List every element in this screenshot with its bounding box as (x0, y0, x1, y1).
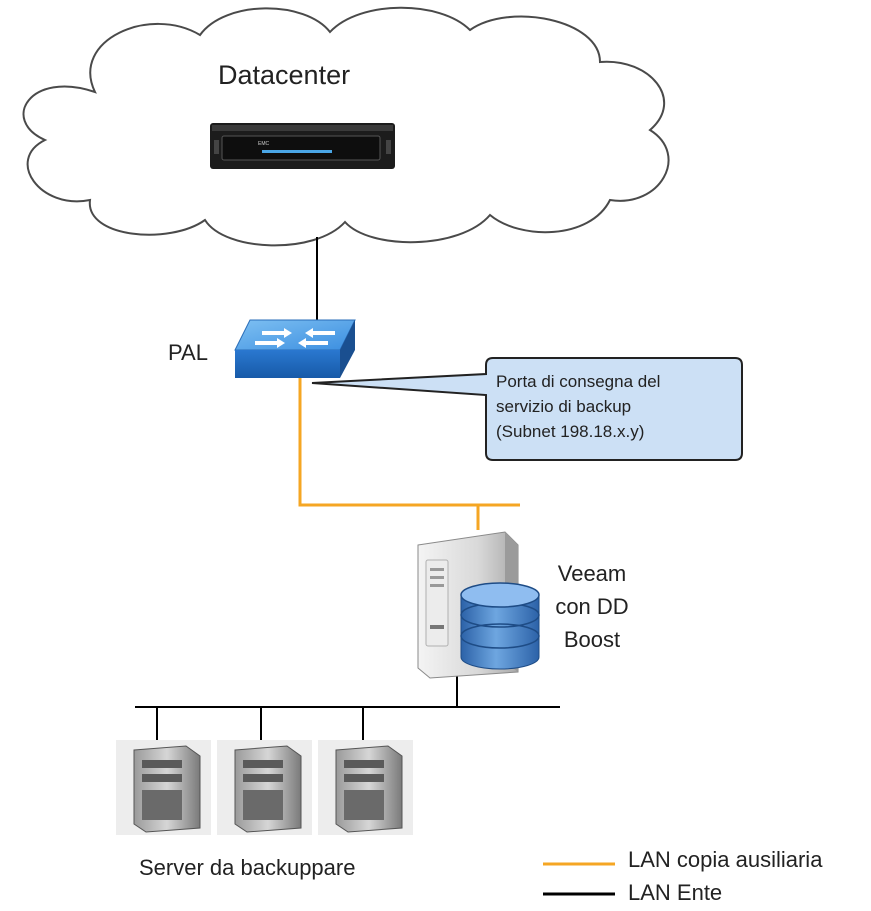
legend-aux-label: LAN copia ausiliaria (628, 847, 823, 872)
switch-label: PAL (168, 340, 208, 365)
aux-lan-line (298, 378, 520, 507)
server-icon (217, 740, 312, 835)
database-icon (460, 582, 540, 670)
server-icon (116, 740, 211, 835)
legend-ente-label: LAN Ente (628, 880, 723, 905)
backup-servers-group (116, 740, 413, 835)
storage-brand: EMC (258, 141, 270, 147)
storage-appliance-icon: EMC (210, 123, 395, 169)
datacenter-label: Datacenter (218, 60, 351, 90)
callout-text: Porta di consegna del servizio di backup… (496, 372, 661, 441)
server-icon (318, 740, 413, 835)
servers-label: Server da backuppare (139, 855, 356, 880)
veeam-label: Veeam con DD Boost (555, 561, 629, 652)
callout-bubble (311, 357, 743, 461)
switch-icon (234, 319, 356, 378)
